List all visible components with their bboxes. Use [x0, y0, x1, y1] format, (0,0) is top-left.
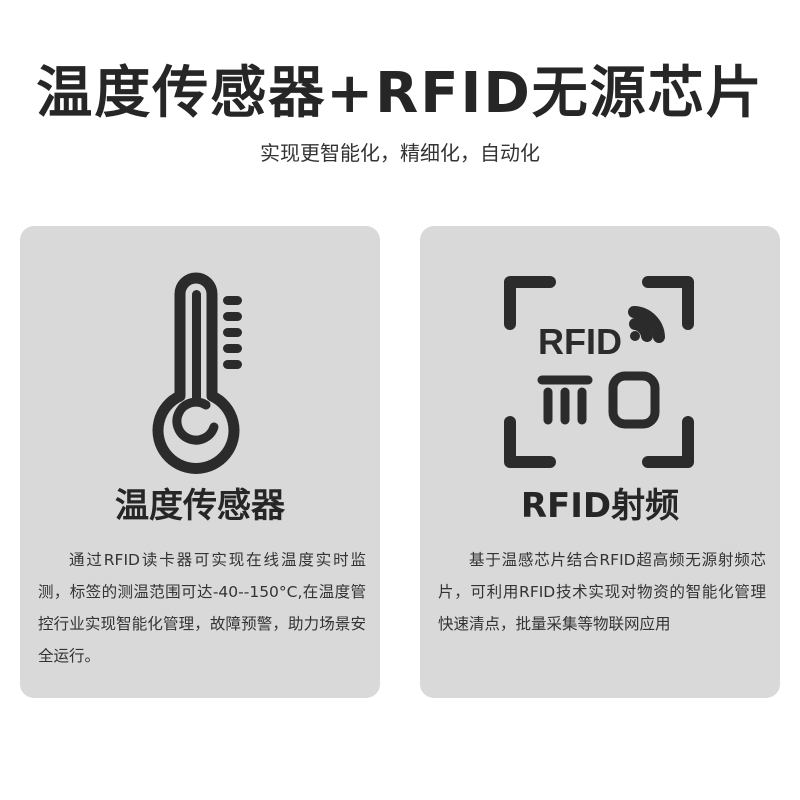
rfid-card: RFID RFID射频 基于温感芯片结合RFID超高频无源射频芯片，可利用RFI…: [420, 226, 780, 698]
page-subtitle: 实现更智能化，精细化，自动化: [260, 141, 540, 165]
page-title: 温度传感器+RFID无源芯片: [36, 61, 764, 126]
rfid-scan-icon: RFID: [504, 276, 694, 468]
rfid-label: RFID: [538, 321, 622, 362]
temperature-sensor-card: 温度传感器 通过RFID读卡器可实现在线温度实时监测，标签的测温范围可达-40-…: [20, 226, 380, 698]
card-description: 通过RFID读卡器可实现在线温度实时监测，标签的测温范围可达-40--150°C…: [38, 551, 366, 665]
card-title: RFID射频: [520, 486, 680, 526]
card-description: 基于温感芯片结合RFID超高频无源射频芯片，可利用RFID技术实现对物资的智能化…: [438, 551, 766, 633]
card-title: 温度传感器: [115, 486, 285, 526]
thermometer-icon: [152, 272, 242, 474]
